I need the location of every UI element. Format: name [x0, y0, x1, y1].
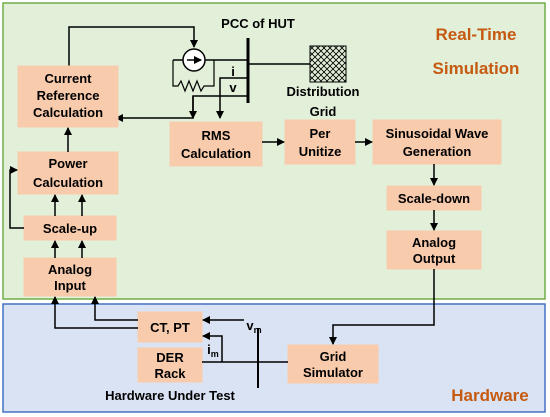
distribution-grid-label-line1: Distribution	[287, 84, 360, 99]
ref-to-source-arrow	[68, 26, 198, 66]
ctpt-to-input-arrow-2	[91, 296, 138, 321]
scaleup-side-arrow	[9, 166, 24, 229]
current-reference-line2: Reference	[37, 88, 100, 103]
der-rack-line2: Rack	[154, 366, 186, 381]
signal-v-label: v	[229, 80, 237, 95]
grid-simulator-line2: Simulator	[303, 365, 363, 380]
sine-generation-line2: Generation	[403, 144, 472, 159]
analog-input-line1: Analog	[48, 262, 92, 277]
hardware-under-test-label: Hardware Under Test	[105, 388, 235, 403]
current-reference-block	[17, 65, 119, 128]
pcc-label: PCC of HUT	[221, 16, 295, 31]
im-to-ctpt-arrow	[202, 332, 223, 362]
ct-pt-label: CT, PT	[150, 320, 190, 335]
signal-i-label: i	[231, 64, 235, 79]
hardware-region	[2, 303, 546, 413]
realtime-title-line2: Simulation	[433, 59, 520, 78]
per-unitize-line1: Per	[310, 126, 331, 141]
analog-input-line2: Input	[54, 278, 86, 293]
shunt-resistor-icon	[172, 60, 215, 93]
current-reference-line3: Calculation	[33, 105, 103, 120]
per-unitize-block	[284, 119, 356, 165]
ct-pt-block	[137, 311, 203, 343]
grid-simulator-line1: Grid	[320, 349, 347, 364]
rms-calculation-block	[169, 121, 263, 167]
sine-generation-block	[372, 119, 502, 165]
scale-up-block	[23, 215, 117, 241]
signal-im-main: i	[207, 342, 211, 357]
tap-i-line	[219, 77, 248, 96]
der-rack-block	[137, 347, 203, 383]
distribution-grid-label-line2: Grid	[310, 104, 337, 119]
ctpt-to-input-arrow-1	[51, 296, 138, 329]
scale-up-label: Scale-up	[43, 221, 97, 236]
hardware-title: Hardware	[451, 386, 528, 405]
analog-output-line2: Output	[413, 251, 456, 266]
analog-input-block	[23, 257, 117, 297]
der-rack-line1: DER	[156, 350, 184, 365]
analog-output-line1: Analog	[412, 235, 456, 250]
signal-im-label: im	[207, 342, 219, 359]
rms-calculation-line1: RMS	[202, 128, 231, 143]
distribution-grid-icon	[309, 45, 347, 83]
scale-down-block	[386, 185, 482, 211]
signal-im-sub: m	[211, 349, 219, 359]
realtime-title-line1: Real-Time	[436, 25, 517, 44]
power-calculation-block	[17, 151, 119, 195]
signal-vm-label: vm	[246, 318, 261, 335]
signal-vm-sub: m	[254, 325, 262, 335]
rms-calculation-line2: Calculation	[181, 146, 251, 161]
analog-output-block	[386, 230, 482, 270]
signal-vm-main: v	[246, 318, 254, 333]
power-calculation-line2: Calculation	[33, 175, 103, 190]
scale-down-label: Scale-down	[398, 191, 470, 206]
tap-to-current-ref	[115, 96, 194, 122]
current-reference-line1: Current	[45, 71, 93, 86]
output-to-gridsim-arrow	[329, 269, 435, 345]
power-calculation-line1: Power	[48, 156, 87, 171]
sine-generation-line1: Sinusoidal Wave	[386, 126, 489, 141]
per-unitize-line2: Unitize	[299, 144, 342, 159]
grid-simulator-block	[287, 344, 379, 384]
